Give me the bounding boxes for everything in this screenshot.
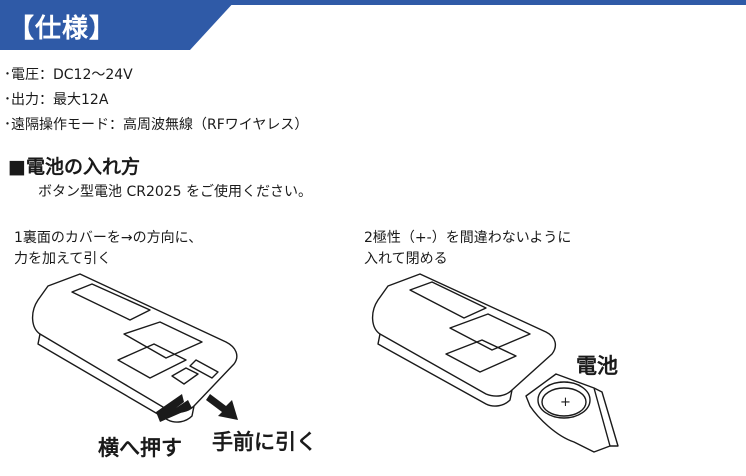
step-1-line-2: 力を加えて引く bbox=[14, 251, 112, 267]
step-1-line-1: 1裏面のカバーを→の方向に、 bbox=[14, 230, 203, 246]
battery-cover bbox=[171, 367, 199, 385]
header-title-tab bbox=[0, 0, 236, 50]
battery-label: 電池 bbox=[576, 354, 618, 378]
remote2-body-outline bbox=[371, 273, 557, 397]
remote2-button-panel bbox=[449, 313, 531, 351]
step-2-line-2: 入れて閉める bbox=[364, 251, 448, 267]
coin-battery-icon bbox=[537, 381, 591, 419]
push-sideways-label: 横へ押す bbox=[98, 436, 182, 460]
remote-open-figure bbox=[31, 273, 238, 423]
battery-cover-slot bbox=[189, 359, 219, 379]
page-title: 【仕様】 bbox=[8, 14, 117, 44]
spec-remote-mode: ･遠隔操作モード：高周波無線（RFワイヤレス） bbox=[4, 117, 309, 133]
remote-top-panel bbox=[71, 283, 151, 321]
header-underline bbox=[0, 0, 746, 5]
step-2-instruction: 2極性（+-）を間違わないように 入れて閉める bbox=[364, 228, 571, 270]
spec-output: ･出力：最大12A bbox=[4, 92, 109, 108]
push-arrow-icon bbox=[156, 394, 192, 422]
battery-section-subtitle: ボタン型電池 CR2025 をご使用ください。 bbox=[38, 184, 313, 200]
remote-lower-panel bbox=[117, 343, 187, 379]
remote-body-outline bbox=[31, 273, 238, 413]
remote2-body-edge bbox=[377, 333, 513, 407]
header-banner bbox=[0, 0, 746, 50]
remote-body-edge bbox=[37, 333, 195, 423]
step-2-line-1: 2極性（+-）を間違わないように bbox=[364, 230, 572, 246]
remote2-top-panel bbox=[409, 281, 487, 319]
remote2-lower-panel bbox=[445, 339, 517, 373]
remote-button-panel bbox=[123, 321, 203, 359]
spec-voltage: ･電圧：DC12〜24V bbox=[4, 67, 133, 83]
battery-tray-side bbox=[593, 387, 619, 447]
step-1-instruction: 1裏面のカバーを→の方向に、 力を加えて引く bbox=[14, 228, 202, 270]
battery-tray bbox=[525, 373, 611, 453]
battery-polarity-mark: + bbox=[560, 395, 571, 410]
battery-section-title: ■電池の入れ方 bbox=[8, 156, 140, 178]
pull-forward-label: 手前に引く bbox=[212, 430, 317, 454]
pull-arrow-icon bbox=[206, 394, 238, 420]
remote-battery-figure: + bbox=[371, 273, 619, 453]
coin-battery-rim bbox=[541, 387, 587, 417]
